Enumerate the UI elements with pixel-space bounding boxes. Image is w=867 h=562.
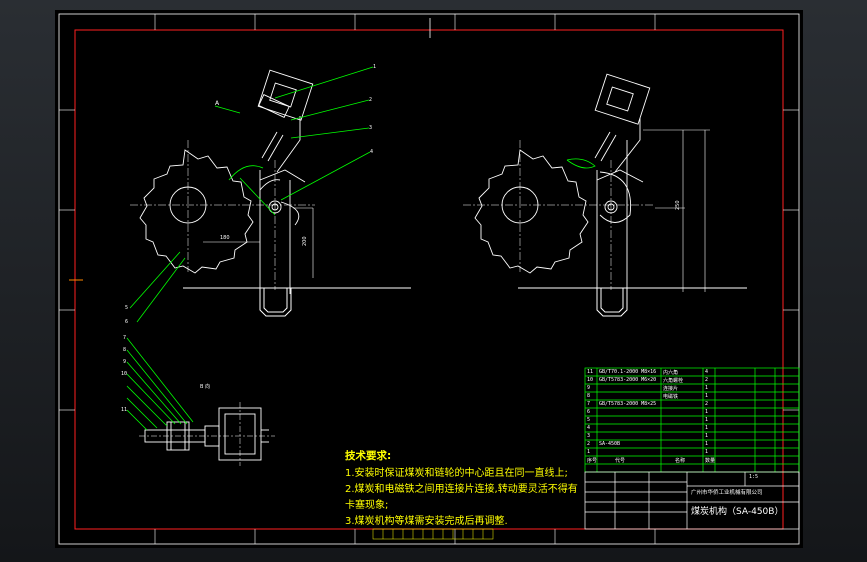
balloon-10: 10 (121, 371, 128, 377)
part-row-11-name: 内六角 (663, 370, 679, 376)
right-link-plate (566, 158, 596, 169)
right-sprocket (474, 149, 589, 274)
left-horizontal-dim: 180 (220, 235, 230, 241)
part-row-4-qty: 1 (705, 425, 709, 431)
part-row-1-qty: 1 (705, 449, 709, 455)
note-line-4: 3.煤炭机构等煤需安装完成后再调整. (345, 516, 508, 527)
right-bracket (594, 73, 651, 294)
balloon-6: 6 (125, 319, 129, 325)
drawing-scale: 1:5 (749, 474, 759, 480)
right-channel (518, 287, 747, 317)
part-row-7-no: 7 (587, 401, 591, 407)
left-channel (183, 287, 411, 317)
balloon-7: 7 (123, 335, 127, 341)
inner-frame (74, 29, 784, 530)
company-name: 广州市华侨工业机械有限公司 (691, 490, 763, 496)
zone-ticks (59, 14, 799, 544)
balloon-8: 8 (123, 347, 127, 353)
left-leaders (129, 66, 374, 323)
parts-header-code: 代号 (615, 458, 626, 464)
cad-drawing: 180 200 A 250 (58, 13, 800, 545)
part-row-5-qty: 1 (705, 417, 709, 423)
left-bracket (257, 69, 314, 294)
right-vertical-dim: 250 (675, 200, 681, 210)
title-block-grid (584, 471, 800, 530)
balloon-2: 2 (369, 97, 373, 103)
part-row-10-code: GB/T5783-2000 M6×20 (599, 377, 657, 383)
part-row-9-name: 连接片 (663, 386, 679, 392)
b-view-detail (144, 407, 269, 461)
part-row-11-code: GB/T70.1-2000 M8×16 (599, 369, 657, 375)
right-centerlines (463, 140, 655, 290)
part-row-7-qty: 2 (705, 401, 709, 407)
note-line-3: 卡塞现象; (345, 500, 389, 511)
balloon-5: 5 (125, 305, 129, 311)
part-row-10-qty: 2 (705, 377, 709, 383)
part-row-1-no: 1 (587, 449, 591, 455)
right-dim-lines (643, 129, 710, 292)
drawing-sheet: 180 200 A 250 (55, 10, 803, 548)
parts-header-name: 名称 (675, 458, 686, 464)
drawing-title: 煤炭机构（SA-450B） (691, 507, 784, 517)
part-row-10-no: 10 (587, 377, 594, 383)
left-centerlines (130, 140, 315, 290)
parts-header-no: 序号 (587, 458, 598, 464)
part-row-6-no: 6 (587, 409, 591, 415)
b-view-label: B 向 (200, 383, 210, 390)
part-row-5-no: 5 (587, 417, 591, 423)
part-row-6-qty: 1 (705, 409, 709, 415)
balloon-3: 3 (369, 125, 373, 131)
parts-list-grid (584, 367, 800, 473)
part-row-2-qty: 1 (705, 441, 709, 447)
part-row-7-code: GB/T5783-2000 M8×25 (599, 401, 657, 407)
part-row-9-no: 9 (587, 385, 591, 391)
part-row-11-qty: 4 (705, 369, 709, 375)
part-row-3-qty: 1 (705, 433, 709, 439)
bottom-strip (372, 528, 494, 540)
b-view-leaders (126, 337, 194, 431)
balloon-9: 9 (123, 359, 127, 365)
b-view-centerline (139, 402, 275, 466)
part-row-2-code: SA-450B (599, 441, 621, 447)
left-vertical-dim: 200 (302, 236, 308, 246)
outer-frame (58, 13, 800, 545)
left-dim-lines (203, 207, 314, 278)
notes-heading: 技术要求: (345, 450, 392, 462)
parts-header-qty: 数量 (705, 458, 716, 464)
part-row-4-no: 4 (587, 425, 591, 431)
note-line-2: 2.煤炭和电磁铁之间用连接片连接,转动要灵活不得有 (345, 484, 578, 495)
part-row-9-qty: 1 (705, 385, 709, 391)
arrow-label-a: A (215, 100, 220, 107)
part-row-8-qty: 1 (705, 393, 709, 399)
note-line-1: 1.安装时保证煤炭和链轮的中心距且在同一直线上; (345, 468, 568, 479)
part-row-10-name: 六角螺栓 (663, 378, 684, 384)
balloon-4: 4 (370, 149, 374, 155)
left-sprocket (139, 149, 254, 274)
part-row-11-no: 11 (587, 369, 594, 375)
part-row-2-no: 2 (587, 441, 591, 447)
balloon-1: 1 (373, 64, 377, 70)
part-row-8-no: 8 (587, 393, 591, 399)
part-row-8-name: 电磁铁 (663, 394, 679, 400)
part-row-3-no: 3 (587, 433, 591, 439)
balloon-11: 11 (121, 407, 128, 413)
